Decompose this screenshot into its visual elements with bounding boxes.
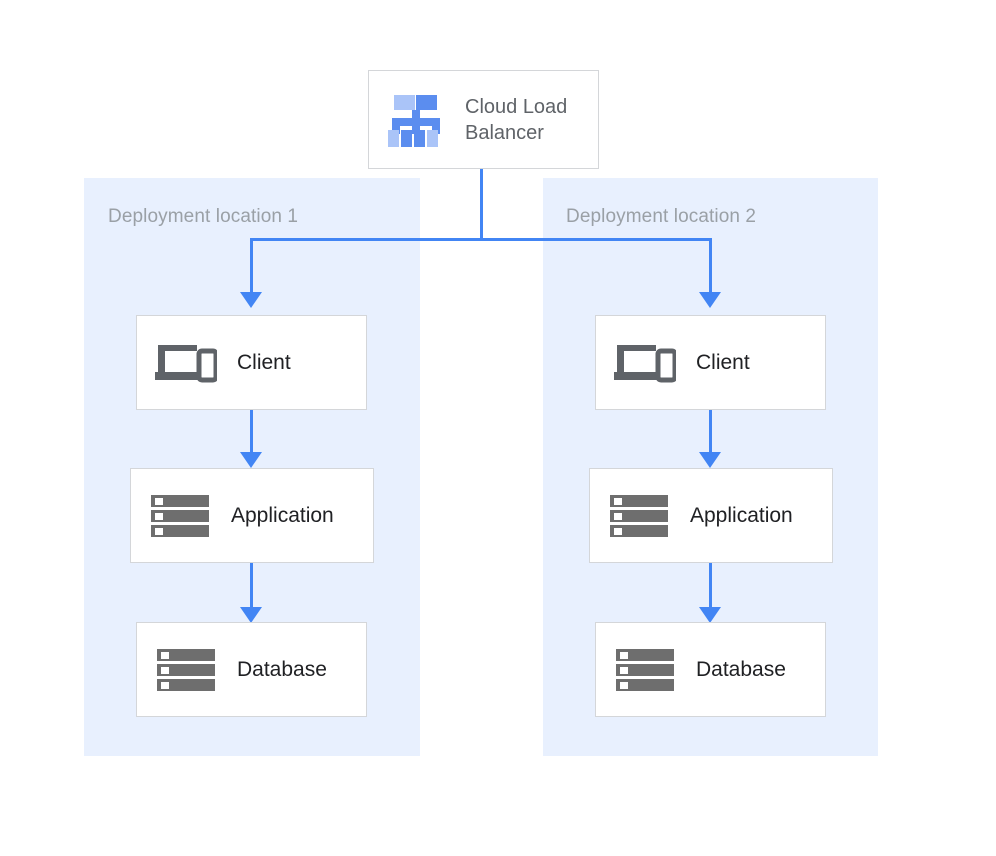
deployment-location-1-label: Deployment location 1 <box>108 206 299 227</box>
cloud-load-balancer-node[interactable]: Cloud Load Balancer <box>368 70 599 169</box>
application-1-to-database-1-arrowhead <box>240 607 262 623</box>
client-2-to-application-2-connector <box>709 410 712 454</box>
server-stack-icon <box>149 492 211 540</box>
cloud-load-balancer-label: Cloud Load Balancer <box>465 95 568 144</box>
database-2-node[interactable]: Database <box>595 622 826 717</box>
application-2-node[interactable]: Application <box>589 468 833 563</box>
server-stack-icon <box>608 492 670 540</box>
lb-stem-connector <box>480 168 483 241</box>
client-devices-icon <box>614 339 676 387</box>
application-2-to-database-2-connector <box>709 563 712 609</box>
database-1-node[interactable]: Database <box>136 622 367 717</box>
lb-to-client-2-arrowhead <box>699 292 721 308</box>
lb-split-connector <box>250 238 711 241</box>
client-2-label: Client <box>696 350 750 374</box>
client-2-to-application-2-arrowhead <box>699 452 721 468</box>
application-1-to-database-1-connector <box>250 563 253 609</box>
client-1-to-application-1-arrowhead <box>240 452 262 468</box>
application-1-label: Application <box>231 503 334 527</box>
cloud-load-balancer-icon <box>386 92 448 148</box>
client-2-node[interactable]: Client <box>595 315 826 410</box>
lb-to-client-1-connector <box>250 238 253 294</box>
application-2-to-database-2-arrowhead <box>699 607 721 623</box>
lb-to-client-2-connector <box>709 238 712 294</box>
client-1-node[interactable]: Client <box>136 315 367 410</box>
database-stack-icon <box>614 646 676 694</box>
client-devices-icon <box>155 339 217 387</box>
lb-to-client-1-arrowhead <box>240 292 262 308</box>
deployment-location-2-label: Deployment location 2 <box>566 206 757 227</box>
database-1-label: Database <box>237 657 327 681</box>
client-1-label: Client <box>237 350 291 374</box>
client-1-to-application-1-connector <box>250 410 253 454</box>
application-1-node[interactable]: Application <box>130 468 374 563</box>
database-stack-icon <box>155 646 217 694</box>
application-2-label: Application <box>690 503 793 527</box>
database-2-label: Database <box>696 657 786 681</box>
